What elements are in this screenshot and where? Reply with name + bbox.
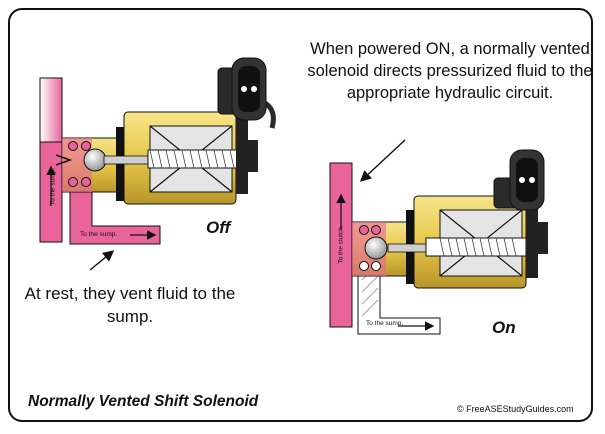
on-clutch-label: To the clutch. [337,225,345,264]
on-description: When powered ON, a normally vented solen… [307,40,593,102]
diagram-title: Normally Vented Shift Solenoid [28,393,259,410]
top-pointer-arrow [359,139,406,182]
on-solenoid [329,149,548,335]
on-state-label: On [492,318,516,337]
off-description: At rest, they vent fluid to the sump. [24,284,236,326]
off-sump-horizontal-label: To the sump. [80,231,118,238]
rest-pointer-arrow [89,250,115,271]
on-sump-label: To the sump. [366,320,404,327]
off-state-label: Off [206,218,231,237]
off-sump-vertical-label: To the sump. [49,167,57,206]
off-solenoid [39,57,276,245]
credit-text: © FreeASEStudyGuides.com [457,404,574,414]
